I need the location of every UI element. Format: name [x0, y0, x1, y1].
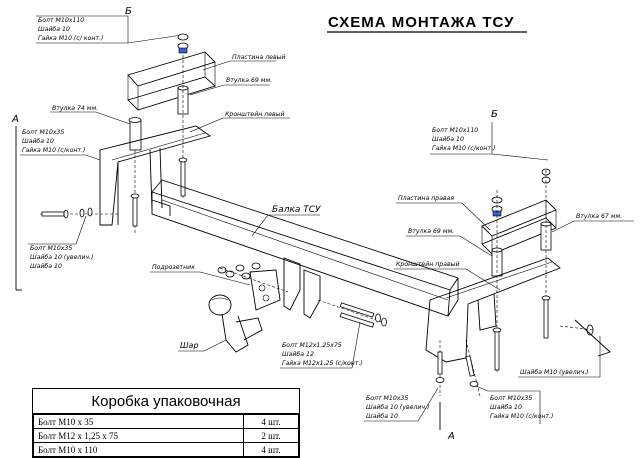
- plate-left: [127, 51, 216, 111]
- left-mid-fastener-label: Болт М10х35 Шайба 10 Гайка М10 (с/конт.): [20, 129, 101, 161]
- bolts-right-vertical: [492, 170, 551, 372]
- bracket-left-label: Кронштейн левый: [225, 111, 285, 118]
- sleeve-67-label: Втулка 67 мм.: [576, 213, 622, 220]
- package-table-title: Коробка упаковочная: [33, 389, 299, 414]
- bottom-bolts: [435, 339, 481, 397]
- svg-text:Шайба 10: Шайба 10: [490, 403, 522, 411]
- package-table: Коробка упаковочная Болт М10 х 35 4 шт. …: [32, 388, 300, 458]
- diagram-title: СХЕМА МОНТАЖА ТСУ: [328, 14, 515, 31]
- section-arrow-right: [574, 319, 611, 357]
- bracket-left: [99, 125, 212, 226]
- svg-text:Шайба 10: Шайба 10: [22, 137, 54, 145]
- svg-text:Болт М10х110: Болт М10х110: [38, 17, 84, 24]
- svg-text:Болт М10х35: Болт М10х35: [490, 395, 532, 402]
- fasteners-left-horizontal: [40, 207, 120, 219]
- svg-text:Болт М10х110: Болт М10х110: [432, 127, 478, 134]
- left-low-fastener-label: Болт М10х35 Шайба 10 (увелич.) Шайба 10: [28, 215, 93, 270]
- svg-text:Гайка М10 (с/конт.): Гайка М10 (с/конт.): [490, 413, 553, 420]
- sleeve-69-right-leader: [406, 235, 493, 257]
- top-left-nut-stack: [177, 33, 189, 54]
- bracket-right-leader: [394, 268, 501, 291]
- plate-right-label: Пластина правая: [398, 195, 454, 202]
- table-cell-item: Болт М12 х 1,25 х 75: [33, 428, 244, 443]
- svg-text:Шайба 10: Шайба 10: [432, 135, 464, 143]
- svg-text:Шайба 10: Шайба 10: [366, 412, 398, 420]
- bracket-right-label: Кронштейн правый: [396, 261, 460, 268]
- washer-m10-label: Шайба М10 (увелич.): [520, 368, 589, 376]
- package-table-grid: Болт М10 х 35 4 шт. Болт М12 х 1,25 х 75…: [33, 414, 299, 457]
- table-row: Болт М10 х 110 4 шт.: [33, 442, 299, 457]
- sleeve-69-left-leader: [189, 84, 270, 96]
- bracket-left-leader: [189, 117, 290, 133]
- sleeve-74: [128, 117, 142, 151]
- section-letter-b-top: Б: [125, 6, 132, 17]
- socket-holder-leader: [150, 271, 251, 286]
- bottom-right-fastener-label: Болт М10х35 Шайба 10 Гайка М10 (с/конт.): [475, 385, 553, 424]
- table-cell-qty: 4 шт.: [243, 442, 299, 457]
- center-bolts: [317, 299, 387, 328]
- table-row: Болт М12 х 1,25 х 75 2 шт.: [33, 428, 299, 443]
- table-cell-item: Болт М10 х 35: [33, 414, 244, 429]
- right-nut-stack: [491, 168, 551, 217]
- beam-leader: [251, 214, 320, 237]
- section-letter-a-left: А: [11, 114, 19, 125]
- ball-label: Шар: [180, 341, 199, 350]
- svg-text:Шайба 10 (увелич.): Шайба 10 (увелич.): [30, 253, 93, 261]
- sleeve-69-right-label: Втулка 69 мм.: [408, 228, 454, 235]
- svg-text:Гайка М10 (с/конт.): Гайка М10 (с/конт.): [432, 145, 495, 152]
- svg-text:Гайка М10 (с/конт.): Гайка М10 (с/конт.): [22, 147, 85, 154]
- svg-text:Шайба 10 (увелич.): Шайба 10 (увелич.): [366, 403, 429, 411]
- beam-label: Балка ТСУ: [272, 205, 321, 215]
- bolts-left-vertical: [130, 55, 188, 235]
- sleeve-74-label: Втулка 74 мм.: [52, 105, 98, 112]
- sleeve-69-left-label: Втулка 69 мм.: [226, 77, 272, 84]
- table-row: Болт М10 х 35 4 шт.: [33, 414, 299, 429]
- socket-holder-fasteners: [217, 262, 289, 293]
- ball-leader: [178, 339, 227, 352]
- sleeve-67-leader: [551, 220, 634, 233]
- svg-text:Болт М12х1,25х75: Болт М12х1,25х75: [282, 342, 342, 349]
- socket-holder-label: Подрозетник: [152, 264, 195, 271]
- plate-right: [481, 199, 557, 255]
- bracket-right: [425, 257, 561, 363]
- table-cell-item: Болт М10 х 110: [33, 442, 244, 457]
- svg-text:Гайка М12х1,25 (с/конт.): Гайка М12х1,25 (с/конт.): [282, 360, 363, 367]
- plate-left-leader: [202, 60, 276, 71]
- table-cell-qty: 2 шт.: [243, 428, 299, 443]
- washer-m10: [559, 324, 595, 336]
- svg-text:Болт М10х35: Болт М10х35: [22, 129, 64, 136]
- bottom-left-fastener-label: Болт М10х35 Шайба 10 (увелич.) Шайба 10: [364, 387, 439, 422]
- tow-ball: [208, 294, 263, 353]
- plate-right-leader: [396, 202, 491, 231]
- center-fastener-label: Болт М12х1,25х75 Шайба 12 Гайка М12х1,25…: [280, 321, 363, 369]
- svg-text:Шайба 10: Шайба 10: [38, 25, 70, 33]
- sleeve-74-leader: [50, 111, 131, 125]
- svg-text:Шайба 12: Шайба 12: [282, 350, 314, 358]
- svg-text:Шайба 10: Шайба 10: [30, 262, 62, 270]
- svg-text:Болт М10х35: Болт М10х35: [366, 395, 408, 402]
- right-top-fastener-label: Болт М10х110 Шайба 10 Гайка М10 (с/конт.…: [430, 122, 549, 161]
- svg-text:Болт М10х35: Болт М10х35: [30, 245, 72, 252]
- section-letter-a-bottom: А: [447, 431, 455, 442]
- table-cell-qty: 4 шт.: [243, 414, 299, 429]
- center-brackets: [249, 257, 321, 319]
- svg-text:Гайка М10 (с/ конт.): Гайка М10 (с/ конт.): [38, 35, 103, 42]
- plate-left-label: Пластина левый: [232, 54, 286, 61]
- washer-m10-leader: [518, 336, 601, 378]
- top-left-fastener-label: Болт М10х110 Шайба 10 Гайка М10 (с/ конт…: [36, 15, 183, 44]
- section-letter-b-right: Б: [491, 109, 498, 120]
